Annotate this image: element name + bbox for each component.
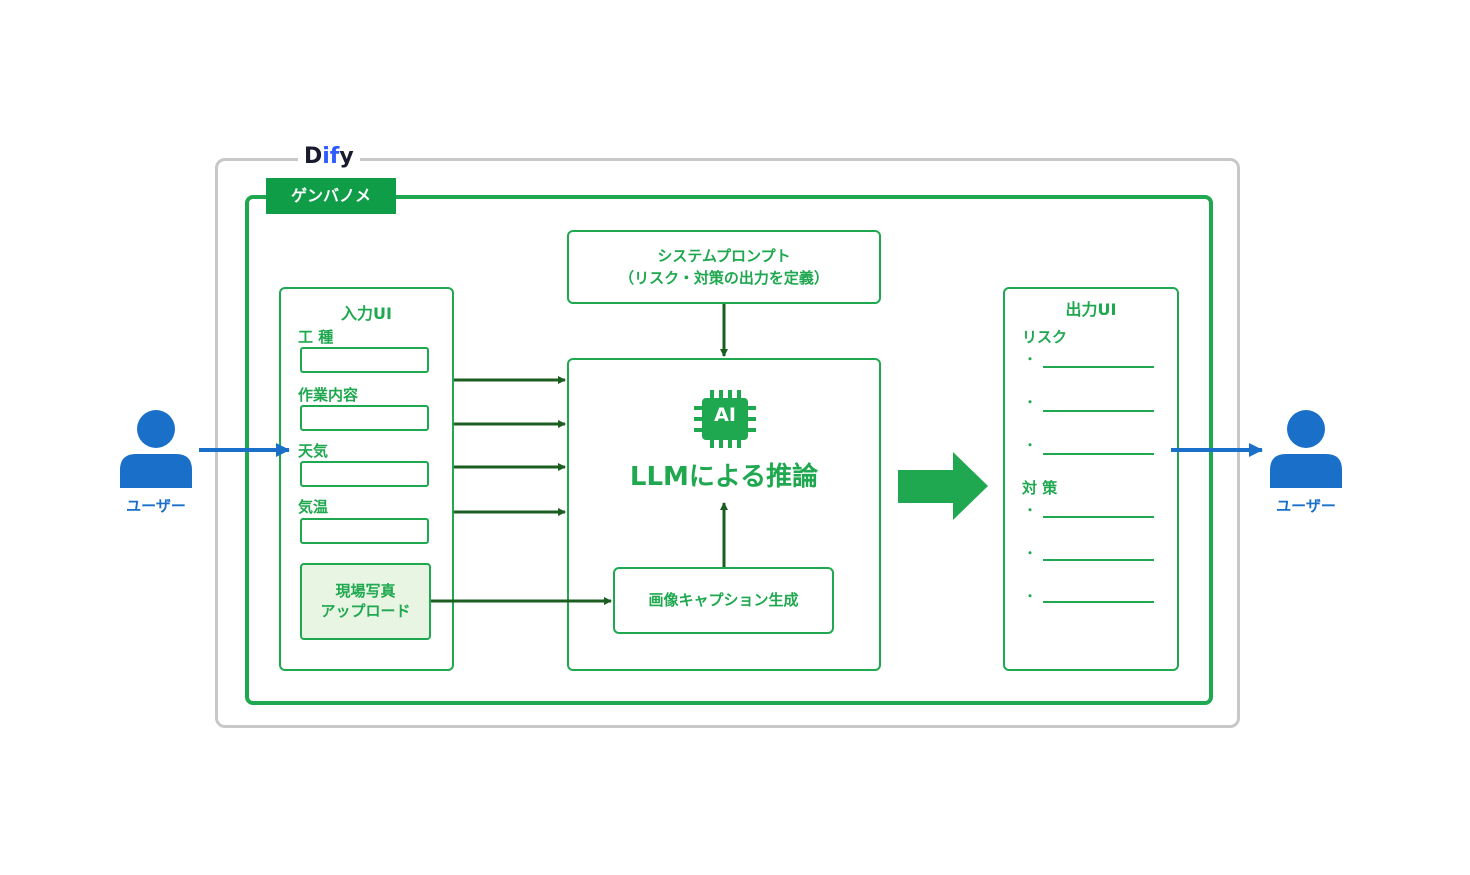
dify-logo-accent: if — [322, 144, 340, 169]
measure-line-3 — [1043, 601, 1154, 603]
system-prompt-box: システムプロンプト （リスク・対策の出力を定義） — [567, 230, 881, 304]
risk-bullet-1: ・ — [1024, 352, 1037, 366]
user-label-left: ユーザー — [126, 497, 186, 515]
measure-line-1 — [1043, 516, 1154, 518]
system-prompt-line1: システムプロンプト — [657, 247, 791, 265]
field-label-temperature: 気温 — [298, 498, 329, 516]
field-label-work-type: 工 種 — [298, 328, 334, 346]
measure-bullet-1: ・ — [1024, 503, 1037, 517]
field-label-task: 作業内容 — [298, 386, 359, 404]
risk-line-1 — [1043, 366, 1154, 368]
input-ui-title: 入力UI — [341, 304, 392, 323]
arrow-llm-to-output — [898, 452, 988, 520]
user-icon-left — [120, 410, 192, 488]
measure-label: 対 策 — [1022, 479, 1058, 497]
measure-line-2 — [1043, 559, 1154, 561]
user-icon-right — [1270, 410, 1342, 488]
risk-line-3 — [1043, 453, 1154, 455]
weather-input[interactable] — [300, 461, 429, 487]
measure-bullet-3: ・ — [1024, 589, 1037, 603]
task-input[interactable] — [300, 405, 429, 431]
field-label-weather: 天気 — [298, 442, 329, 460]
dify-logo-prefix: D — [304, 144, 323, 169]
output-ui-panel — [1003, 287, 1179, 671]
photo-upload-button[interactable]: 現場写真 アップロード — [300, 563, 431, 640]
upload-line1: 現場写真 — [335, 582, 396, 600]
output-ui-title: 出力UI — [1065, 300, 1117, 319]
ai-chip-icon — [694, 390, 756, 448]
image-caption-box: 画像キャプション生成 — [613, 567, 834, 634]
risk-line-2 — [1043, 410, 1154, 412]
risk-label: リスク — [1022, 328, 1068, 346]
llm-inference-label: LLMによる推論 — [629, 462, 819, 492]
upload-line2: アップロード — [320, 602, 411, 620]
work-type-input[interactable] — [300, 347, 429, 373]
dify-logo-suffix: y — [339, 144, 354, 169]
risk-bullet-2: ・ — [1024, 395, 1037, 409]
user-label-right: ユーザー — [1276, 497, 1336, 515]
dify-logo: Dify — [298, 143, 360, 171]
app-name-tab: ゲンバノメ — [266, 178, 396, 214]
risk-bullet-3: ・ — [1024, 438, 1037, 452]
platform-frame — [215, 158, 1240, 728]
temperature-input[interactable] — [300, 518, 429, 544]
system-prompt-line2: （リスク・対策の出力を定義） — [619, 269, 829, 287]
measure-bullet-2: ・ — [1024, 546, 1037, 560]
ai-chip-label: AI — [714, 404, 736, 426]
